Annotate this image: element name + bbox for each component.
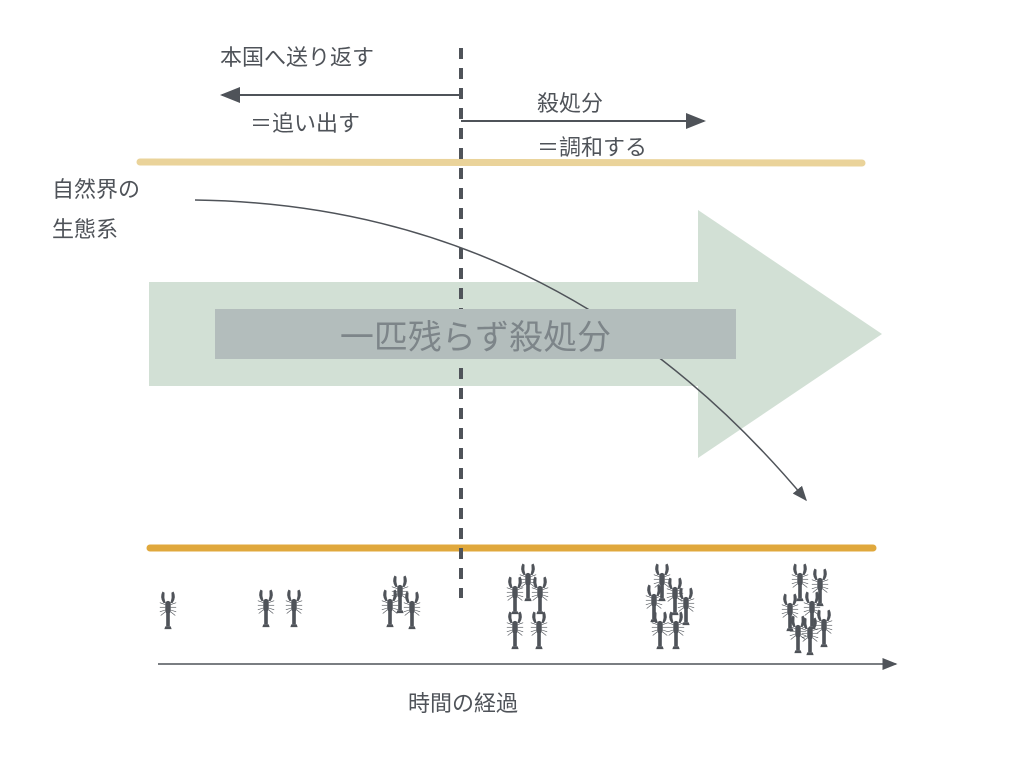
crayfish-group-6 (781, 563, 833, 656)
crayfish-group-2 (257, 589, 303, 628)
crayfish-icon (159, 591, 177, 630)
crayfish-icon (781, 593, 799, 632)
crayfish-icon (530, 611, 548, 650)
expel-label: ＝追い出す (250, 112, 361, 137)
crayfish-icon (667, 611, 685, 650)
ecosystem-curve (194, 199, 807, 502)
crayfish-group-5 (645, 563, 695, 650)
ecosystem-label-line2: 生態系 (52, 218, 119, 243)
crayfish-icon (506, 576, 524, 615)
crayfish-icon (815, 609, 833, 648)
ecosystem-label-line1: 自然界の (52, 178, 141, 203)
crayfish-icon (381, 589, 399, 628)
crayfish-group-4 (506, 563, 549, 650)
crayfish-icon (651, 611, 669, 650)
send-back-label: 本国へ送り返す (220, 46, 375, 71)
crayfish-icon (811, 568, 829, 607)
crayfish-group-3 (381, 575, 421, 630)
crayfish-icon (801, 617, 819, 656)
crayfish-group-1 (159, 591, 177, 630)
harmonize-label: ＝調和する (537, 136, 648, 161)
crayfish-icon (506, 611, 524, 650)
crayfish-icon (285, 589, 303, 628)
time-axis-label: 時間の経過 (408, 692, 519, 717)
crayfish-icon (403, 591, 421, 630)
crayfish-icon (531, 576, 549, 615)
top-boundary-line (136, 158, 866, 167)
crayfish-icon (257, 589, 275, 628)
cull-all-banner: 一匹残らず殺処分 (215, 309, 736, 359)
cull-label: 殺処分 (537, 92, 604, 117)
